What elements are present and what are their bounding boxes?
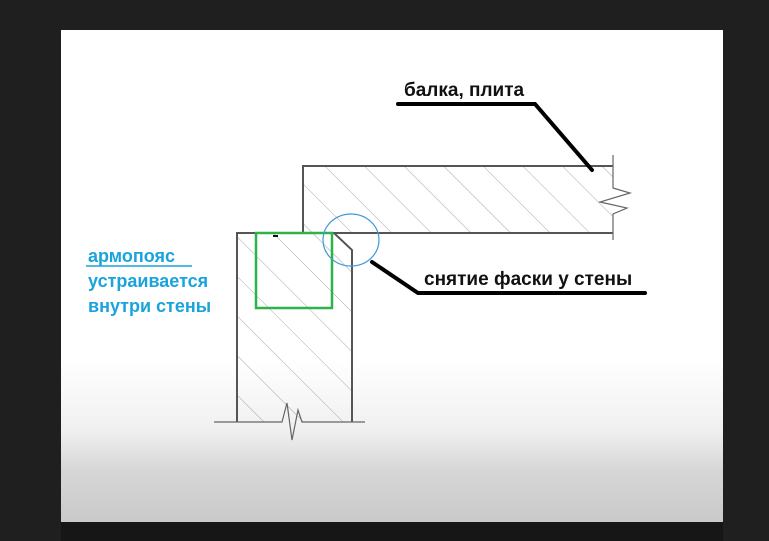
chamfer-leader-line <box>370 260 647 295</box>
bottom-strip <box>61 522 723 541</box>
armopoyas-label-line2: устраивается <box>88 271 208 291</box>
slab-leader-line <box>396 102 594 172</box>
armopoyas-label-line3: внутри стены <box>88 296 211 316</box>
slab-label: балка, плита <box>404 80 525 101</box>
slab-break-line <box>597 155 633 240</box>
slab-section <box>302 155 633 240</box>
armopoyas-label-line1: армопояс <box>88 246 175 266</box>
wall-break-line <box>214 402 365 441</box>
wall-section <box>214 232 365 441</box>
chamfer-label: снятие фаски у стены <box>424 269 632 290</box>
armopoyas-box <box>254 231 334 310</box>
chamfer-highlight-circle <box>322 213 380 267</box>
